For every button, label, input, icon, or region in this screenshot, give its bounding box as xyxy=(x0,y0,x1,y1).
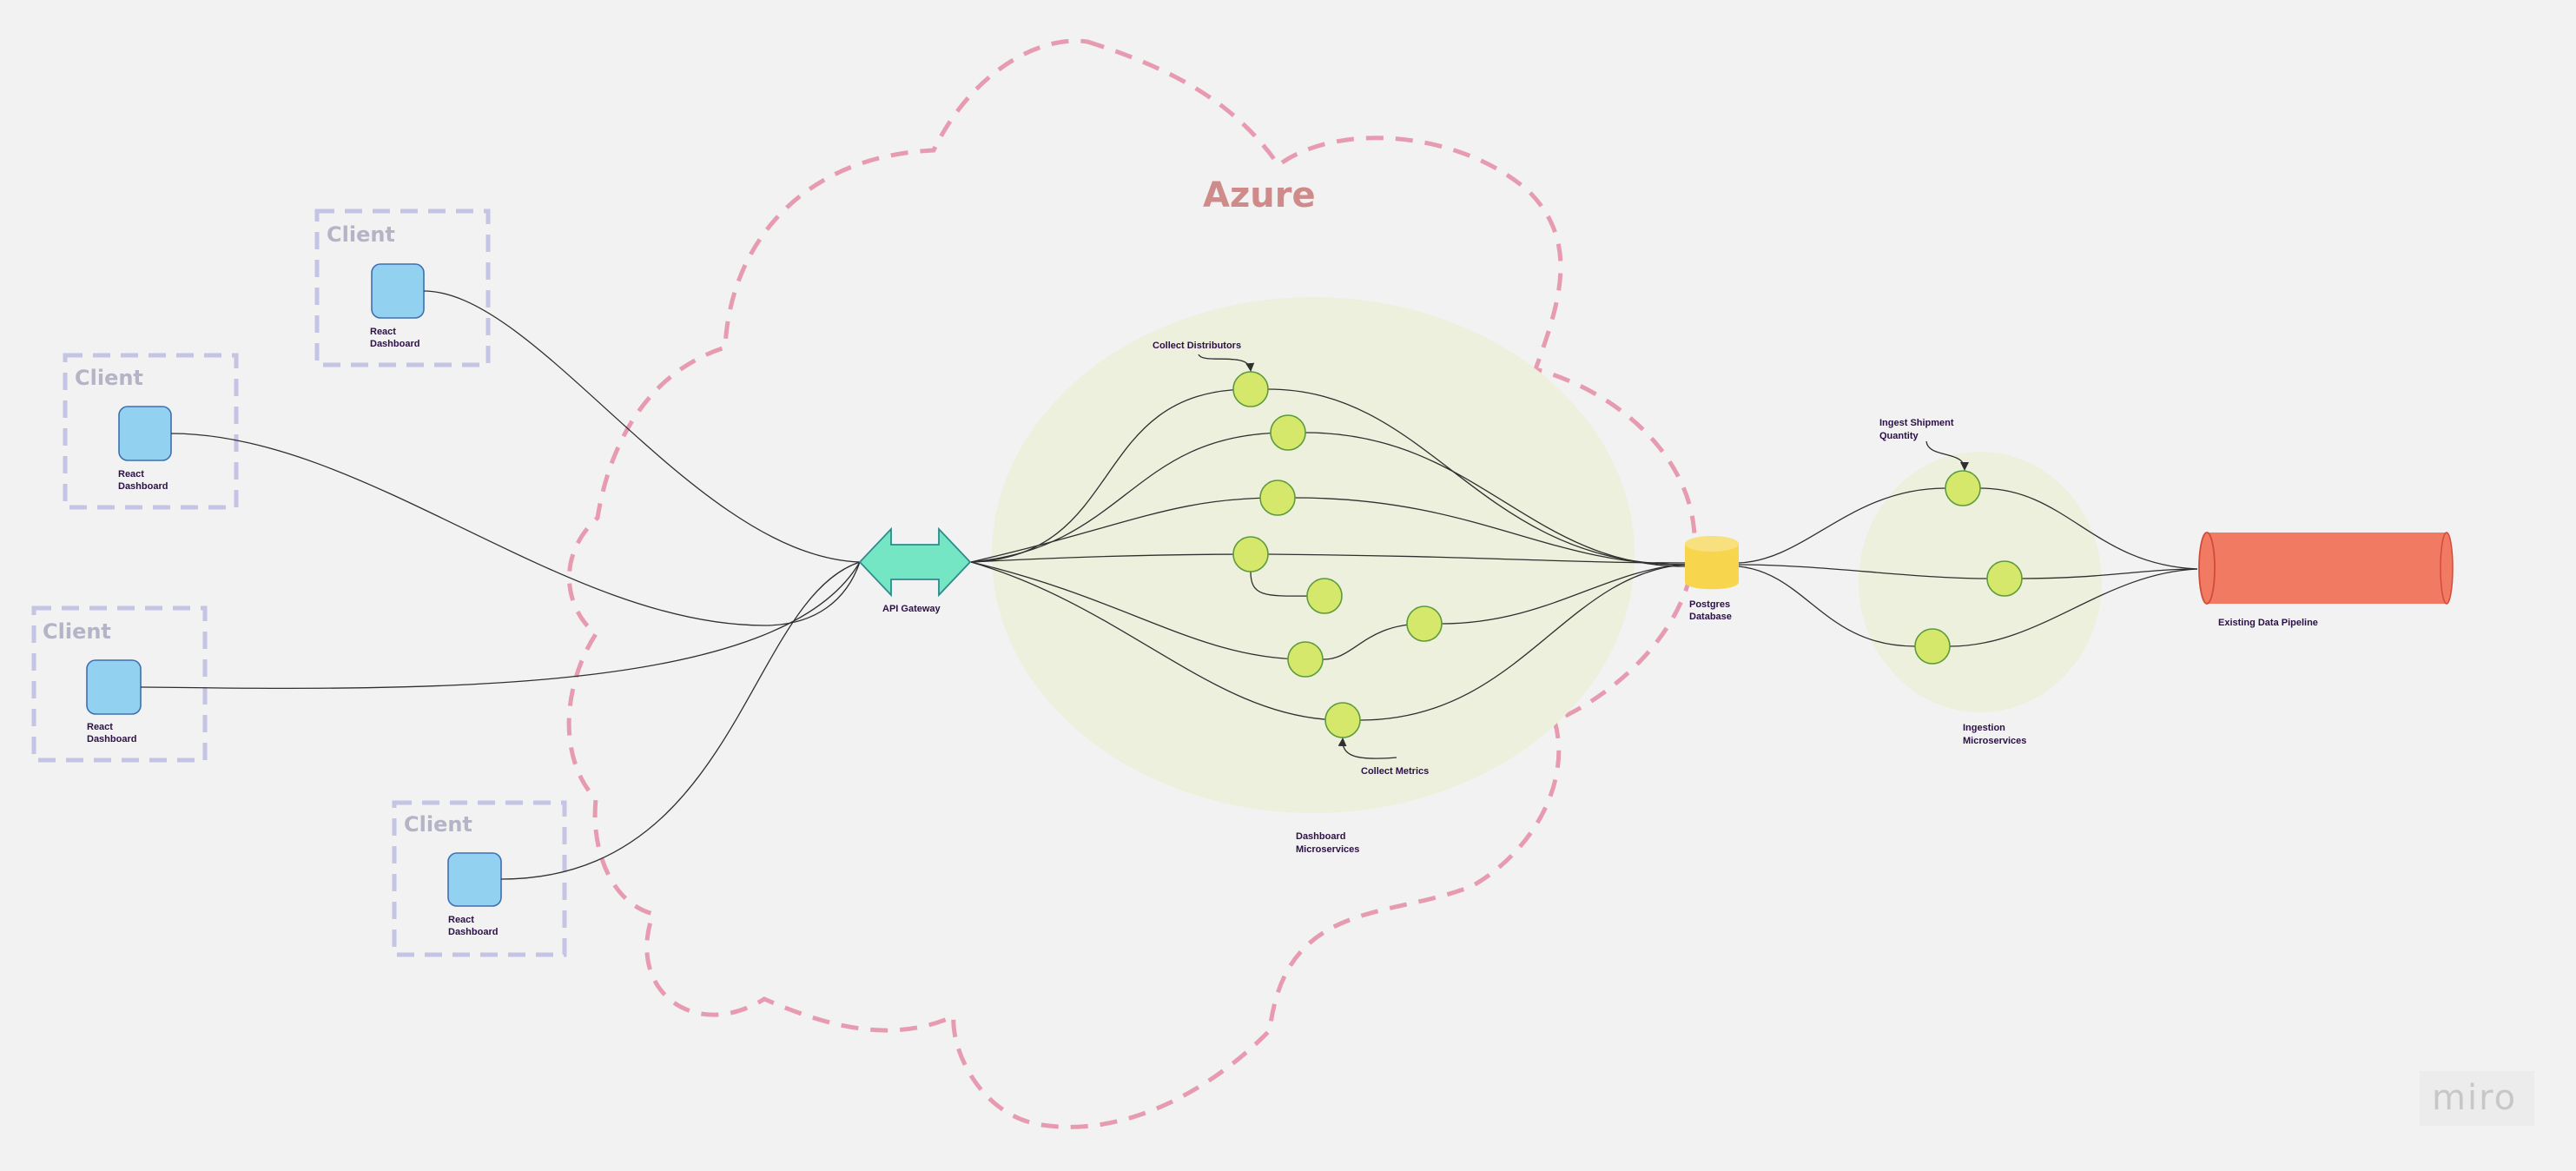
cylinder-icon xyxy=(1685,544,1739,590)
connector[interactable] xyxy=(140,561,861,689)
service-node[interactable] xyxy=(1259,480,1296,516)
collect-metrics-annotation[interactable]: Collect Metrics xyxy=(1361,766,1429,777)
connector[interactable] xyxy=(970,561,1344,721)
react-dashboard-node[interactable] xyxy=(118,406,172,461)
service-node[interactable] xyxy=(1324,702,1361,738)
double-arrow-icon xyxy=(858,526,972,598)
connector[interactable] xyxy=(1305,432,1686,567)
cylinder-face xyxy=(2198,532,2216,605)
service-node[interactable] xyxy=(1406,605,1443,642)
react-dashboard-node[interactable] xyxy=(371,263,425,319)
connector[interactable] xyxy=(970,432,1289,563)
client-title: Client xyxy=(43,619,111,644)
collect-distributors-annotation[interactable]: Collect Distributors xyxy=(1153,341,1241,351)
service-node[interactable] xyxy=(1232,371,1269,407)
service-node[interactable] xyxy=(1914,628,1951,665)
connector[interactable] xyxy=(970,561,1306,660)
client-boundary[interactable] xyxy=(31,605,208,763)
connector[interactable] xyxy=(500,561,861,880)
connector[interactable] xyxy=(1979,487,2198,570)
azure-cloud-boundary[interactable] xyxy=(566,38,1697,1129)
connector[interactable] xyxy=(2021,568,2198,579)
connector[interactable] xyxy=(970,553,1252,563)
connector[interactable] xyxy=(423,290,861,563)
connector[interactable] xyxy=(970,497,1278,563)
dashboard-service-nodes xyxy=(1232,371,1443,738)
ingestion-connectors xyxy=(1738,487,2198,647)
pipeline-label: Existing Data Pipeline xyxy=(2218,618,2318,628)
azure-title: Azure xyxy=(1203,175,1316,215)
client-title: Client xyxy=(327,222,395,247)
connector[interactable] xyxy=(1738,487,1946,564)
service-node[interactable] xyxy=(1945,470,1981,506)
connector[interactable] xyxy=(1294,497,1686,566)
connector[interactable] xyxy=(1267,388,1686,566)
react-dashboard-node[interactable] xyxy=(447,852,502,907)
connector[interactable] xyxy=(1949,568,2198,647)
watermark-background xyxy=(2420,1071,2534,1126)
miro-logo: miro xyxy=(2432,1078,2517,1118)
horizontal-cylinder-icon xyxy=(2207,533,2447,604)
existing-data-pipeline[interactable]: Existing Data Pipeline xyxy=(2198,532,2454,628)
client-boundary[interactable] xyxy=(63,353,239,510)
dashboard-connectors xyxy=(970,388,1686,721)
annotation-pointer xyxy=(1338,738,1397,759)
annotation-pointer xyxy=(1925,440,1969,471)
service-node[interactable] xyxy=(1287,641,1324,678)
connector[interactable] xyxy=(1359,564,1686,721)
client-title: Client xyxy=(404,812,472,837)
service-node[interactable] xyxy=(1232,536,1269,572)
connector[interactable] xyxy=(170,433,861,626)
connector[interactable] xyxy=(1322,623,1425,660)
client-title: Client xyxy=(75,366,143,390)
client-boundary[interactable] xyxy=(314,208,491,367)
service-node[interactable] xyxy=(1306,578,1343,614)
api-gateway[interactable]: API Gateway xyxy=(858,526,972,614)
service-node[interactable] xyxy=(1986,560,2023,597)
connector[interactable] xyxy=(1441,564,1686,625)
cylinder-top xyxy=(1685,536,1739,552)
client-gateway-connectors xyxy=(140,290,861,880)
client-boundary[interactable] xyxy=(392,800,567,957)
connector[interactable] xyxy=(1738,564,1988,579)
annotation-pointer xyxy=(1198,354,1255,372)
connector[interactable] xyxy=(1267,553,1686,564)
react-dashboard-node[interactable] xyxy=(86,659,142,715)
miro-watermark[interactable]: miro xyxy=(2420,1071,2534,1126)
ingestion-service-nodes xyxy=(1914,470,2023,665)
api-gateway-label: API Gateway xyxy=(882,604,941,614)
connector[interactable] xyxy=(1738,566,1916,647)
service-node[interactable] xyxy=(1270,414,1306,451)
cylinder-end xyxy=(2440,532,2454,605)
